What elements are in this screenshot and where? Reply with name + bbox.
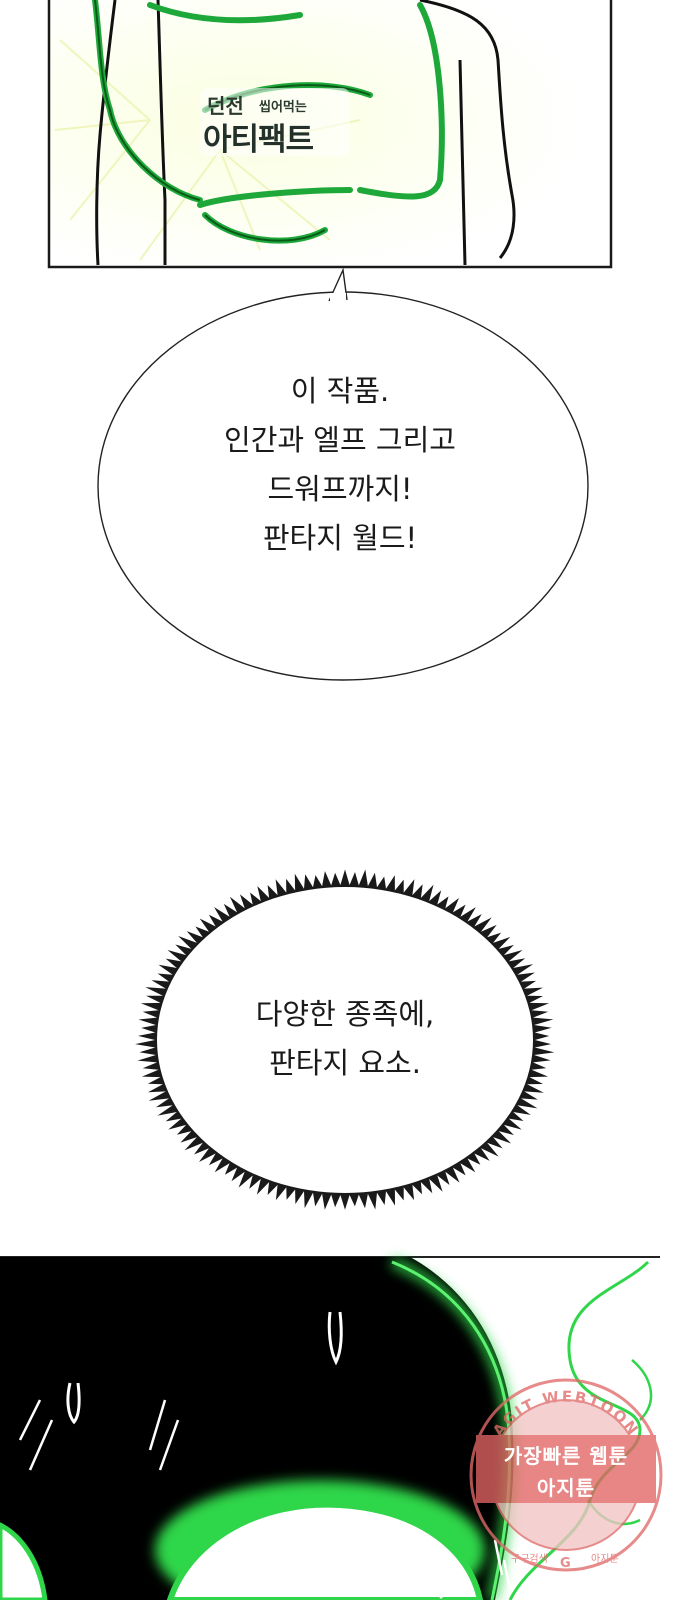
- bubble-1-line: 이 작품.: [290, 374, 390, 408]
- spiky-bubble-2: [135, 869, 555, 1210]
- logo-text: 던전 씹어먹는 아티팩트: [203, 90, 353, 158]
- watermark-line1: 가장빠른 웹툰: [503, 1444, 629, 1468]
- title-logo: [200, 88, 350, 156]
- bubble-1-text: 이 작품. 인간과 엘프 그리고 드워프까지! 판타지 월드!: [150, 367, 530, 563]
- speech-bubble-1: [97, 267, 589, 681]
- logo-line1-left: 던전: [207, 94, 244, 118]
- logo-line1-right: 씹어먹는: [259, 100, 307, 115]
- bubble-1-line: 인간과 엘프 그리고: [224, 423, 456, 457]
- watermark-bottom-left: 구구검색: [511, 1553, 548, 1565]
- watermark-stamp: AGIT WEBTOON 구구검색 G 아지툰: [469, 1378, 663, 1572]
- bubble-2-text: 다양한 종족에, 판타지 요소.: [180, 990, 510, 1088]
- spiky-bubble-fill: [157, 887, 533, 1193]
- google-icon: G: [560, 1556, 571, 1571]
- watermark-bottom-right: 아지툰: [591, 1553, 619, 1565]
- bubble-1-line: 드워프까지!: [267, 472, 413, 506]
- watermark-line2: 아지툰: [536, 1476, 596, 1500]
- top-panel: [47, 0, 613, 269]
- bubble-2-line: 판타지 요소.: [269, 1046, 421, 1080]
- logo-line2: 아티팩트: [203, 122, 314, 158]
- bubble-2-line: 다양한 종족에,: [255, 997, 435, 1031]
- bubble-1-line: 판타지 월드!: [262, 521, 418, 555]
